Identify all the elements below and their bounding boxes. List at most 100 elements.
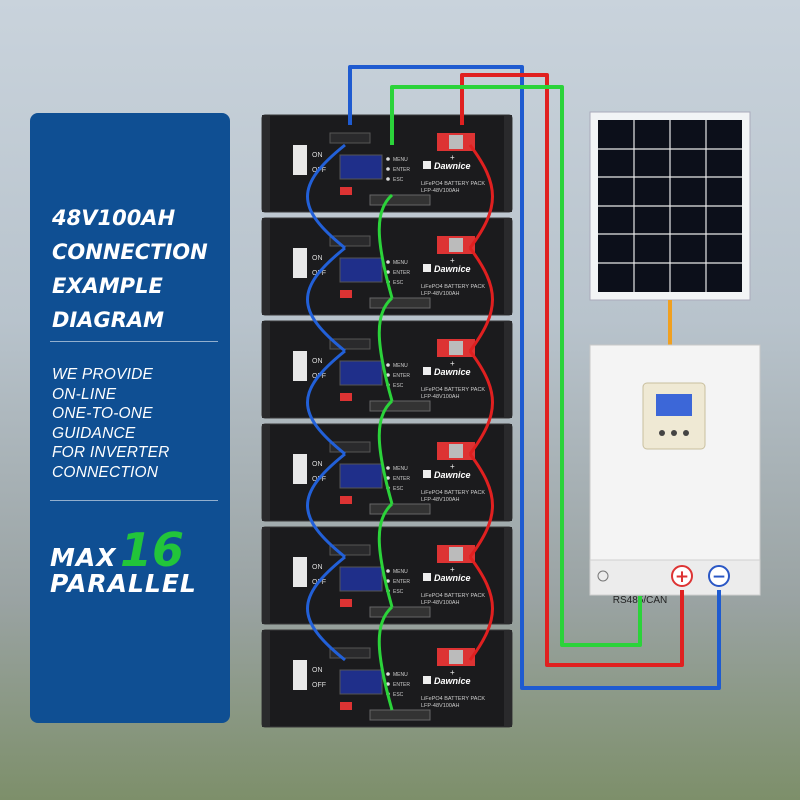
- lcd-screen: [339, 669, 383, 695]
- off-label: OFF: [312, 682, 326, 689]
- positive-bus-cable: [468, 350, 494, 455]
- positive-bus-cable: [468, 247, 494, 352]
- button-dot: [386, 260, 390, 264]
- rack-ear: [504, 218, 512, 315]
- comm-ports: [369, 503, 431, 515]
- solar-panel: [589, 111, 751, 301]
- max-label: MAX: [50, 543, 117, 572]
- button-label: ENTER: [393, 476, 410, 482]
- terminal-minus-block: [329, 544, 371, 556]
- terminal-post: [449, 341, 463, 355]
- terminal-post: [449, 238, 463, 252]
- cables: [348, 65, 721, 690]
- communication-cable: [390, 85, 642, 647]
- comm-bus-cable: [377, 605, 394, 711]
- negative-bus-cable: [306, 555, 346, 662]
- terminal-minus-block: [329, 235, 371, 247]
- button-dot: [386, 466, 390, 470]
- model-line: LFP-48V100AH: [421, 497, 460, 503]
- rack-ear: [262, 321, 270, 418]
- lcd-screen: [339, 154, 383, 180]
- guidance-line: ONE-TO-ONE: [52, 405, 153, 422]
- button-label: ENTER: [393, 270, 410, 276]
- button-dot: [386, 569, 390, 573]
- inverter-screen: [656, 394, 692, 416]
- terminal-minus-block: [329, 441, 371, 453]
- terminal-plus-label: +: [450, 668, 455, 677]
- dip-switch: [340, 702, 352, 710]
- button-dot: [386, 177, 390, 181]
- button-label: MENU: [393, 157, 408, 163]
- button-label: ESC: [393, 589, 404, 595]
- button-dot: [386, 682, 390, 686]
- inverter: + − RS485/CAN: [589, 344, 761, 606]
- button-label: ESC: [393, 486, 404, 492]
- brand-name: Dawnice: [434, 367, 471, 377]
- terminal-post: [449, 135, 463, 149]
- breaker-switch: [293, 557, 307, 587]
- positive-cable: [460, 73, 684, 667]
- breaker-switch: [293, 454, 307, 484]
- max-count: 16: [120, 523, 185, 577]
- button-dot: [386, 579, 390, 583]
- on-label: ON: [312, 152, 323, 159]
- guidance-line: WE PROVIDE: [52, 366, 154, 383]
- comm-ports: [369, 400, 431, 412]
- brand-logo: [423, 161, 431, 169]
- negative-bus-cable: [306, 452, 346, 559]
- model-line: LiFePO4 BATTERY PACK: [421, 284, 485, 290]
- dip-switch: [340, 599, 352, 607]
- rack-ear: [262, 115, 270, 212]
- terminal-post: [449, 650, 463, 664]
- breaker-switch: [293, 660, 307, 690]
- negative-bus-cable: [306, 143, 346, 250]
- button-label: ENTER: [393, 579, 410, 585]
- inverter-minus-terminal: [708, 565, 730, 587]
- rack-ear: [262, 218, 270, 315]
- comm-ports: [369, 194, 431, 206]
- brand-logo: [423, 470, 431, 478]
- divider: [50, 500, 218, 501]
- comm-bus-cable: [377, 399, 394, 505]
- brand-name: Dawnice: [434, 470, 471, 480]
- brand-logo: [423, 367, 431, 375]
- on-label: ON: [312, 564, 323, 571]
- button-dot: [386, 672, 390, 676]
- terminal-minus-block: [329, 132, 371, 144]
- on-label: ON: [312, 255, 323, 262]
- model-line: LiFePO4 BATTERY PACK: [421, 696, 485, 702]
- dip-switch: [340, 393, 352, 401]
- negative-cable: [348, 65, 721, 690]
- brand-name: Dawnice: [434, 573, 471, 583]
- model-line: LFP-48V100AH: [421, 188, 460, 194]
- button-dot: [386, 270, 390, 274]
- rack-ear: [504, 115, 512, 212]
- lcd-screen: [339, 257, 383, 283]
- guidance-line: GUIDANCE: [52, 424, 136, 442]
- button-label: ESC: [393, 280, 404, 286]
- terminal-minus-block: [329, 647, 371, 659]
- comm-ports: [369, 709, 431, 721]
- rack-ear: [504, 321, 512, 418]
- button-dot: [386, 476, 390, 480]
- button-label: MENU: [393, 363, 408, 369]
- button-label: ESC: [393, 177, 404, 183]
- rack-ear: [262, 630, 270, 727]
- lcd-screen: [339, 463, 383, 489]
- button-label: ENTER: [393, 682, 410, 688]
- divider: [50, 341, 218, 342]
- rack-ear: [504, 630, 512, 727]
- negative-bus-cable: [306, 246, 346, 353]
- terminal-minus-block: [329, 338, 371, 350]
- button-label: MENU: [393, 466, 408, 472]
- dip-switch: [340, 187, 352, 195]
- rack-ear: [504, 527, 512, 624]
- guidance-line: FOR INVERTER: [52, 444, 170, 461]
- terminal-post: [449, 444, 463, 458]
- rack-ear: [504, 424, 512, 521]
